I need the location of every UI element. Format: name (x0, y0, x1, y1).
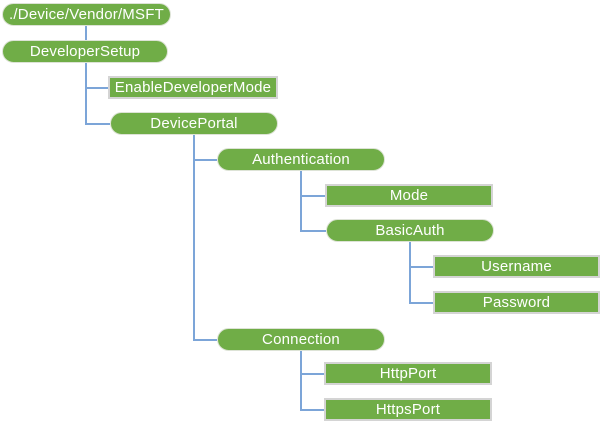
connector-root-to-developersetup (85, 26, 87, 41)
connector-connection-stem (300, 351, 302, 411)
connector-branch-authentication (193, 158, 217, 161)
node-deviceportal: DevicePortal (110, 112, 278, 135)
node-username: Username (433, 255, 600, 278)
node-mode: Mode (325, 184, 493, 207)
node-connection: Connection (217, 328, 385, 351)
node-enabledevelopermode: EnableDeveloperMode (108, 76, 278, 99)
node-basicauth: BasicAuth (326, 219, 494, 242)
connector-deviceportal-stem (193, 135, 195, 341)
connector-authentication-stem (300, 171, 302, 232)
connector-basicauth-stem (409, 242, 411, 304)
node-device-vendor-msft: ./Device/Vendor/MSFT (2, 3, 171, 26)
connector-branch-connection (193, 338, 217, 341)
node-httpsport: HttpsPort (324, 398, 492, 421)
connector-branch-deviceportal (85, 122, 110, 125)
connector-branch-httpsport (300, 408, 324, 411)
connector-branch-basicauth (300, 229, 326, 232)
node-httpport: HttpPort (324, 362, 492, 385)
connector-branch-password (409, 301, 433, 304)
node-password: Password (433, 291, 600, 314)
connector-branch-httpport (300, 372, 324, 375)
node-developersetup: DeveloperSetup (2, 40, 168, 63)
connector-developersetup-stem (85, 63, 87, 125)
connector-branch-mode (300, 194, 325, 197)
connector-branch-username (409, 265, 433, 268)
connector-branch-enabledevelopermode (85, 86, 108, 89)
node-authentication: Authentication (217, 148, 385, 171)
